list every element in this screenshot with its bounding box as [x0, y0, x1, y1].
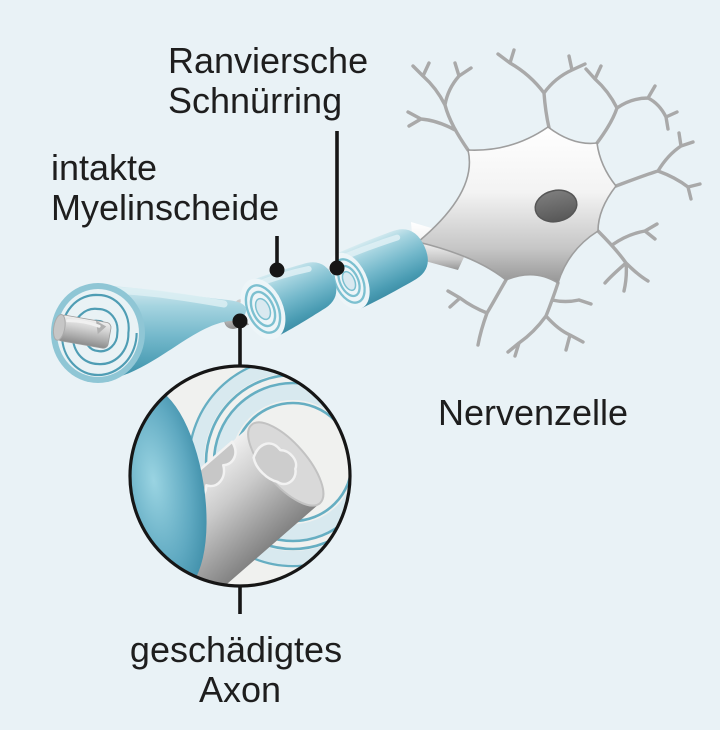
label-myelin-line1: intakte — [51, 147, 157, 188]
label-ranvier-line2: Schnürring — [168, 80, 342, 121]
pointer-dots — [232, 260, 345, 329]
myelin-damage-patch-end — [252, 442, 298, 486]
pointer-dot-ranvier — [329, 260, 345, 276]
label-damaged-axon-line2: Axon — [199, 669, 281, 710]
myelin-spiral — [60, 293, 138, 377]
pointer-dot-myelin — [269, 262, 285, 278]
label-myelin-line2: Myelinscheide — [51, 187, 279, 228]
label-damaged-axon-line1: geschädigtes — [130, 629, 342, 670]
label-ranvier-line1: Ranviersche — [168, 40, 368, 81]
pointer-lines — [238, 131, 339, 614]
nerve-cell-soma — [416, 126, 618, 285]
myelin-segment-small — [328, 229, 428, 310]
myelin-segment-middle — [240, 262, 337, 340]
label-nerve-cell: Nervenzelle — [438, 392, 628, 433]
labels: Ranviersche Schnürring intakte Myelinsch… — [51, 40, 628, 710]
pointer-dot-magnifier — [232, 313, 248, 329]
nucleus — [534, 189, 578, 223]
damaged-axon-magnifier — [128, 364, 352, 588]
axon-stub — [52, 314, 112, 349]
dendrites — [406, 48, 702, 358]
